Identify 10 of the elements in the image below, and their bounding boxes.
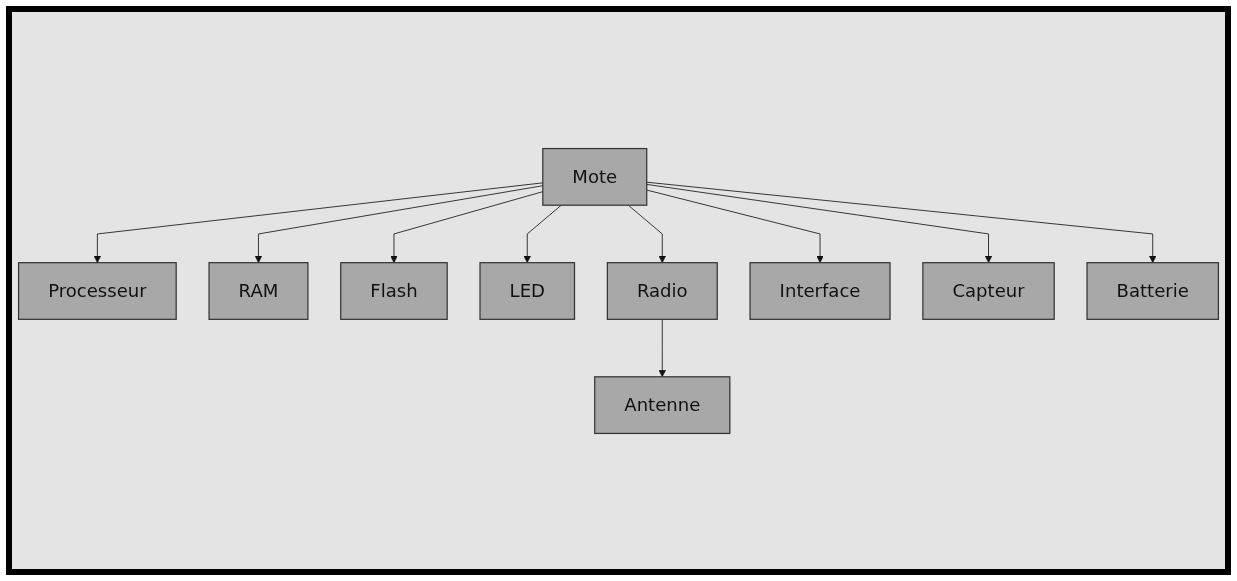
node-box: Antenne	[594, 375, 731, 434]
node-box: Batterie	[1086, 261, 1220, 320]
node-box: Radio	[606, 261, 718, 320]
node-box: Capteur	[922, 261, 1055, 320]
node-box: Processeur	[17, 261, 177, 320]
node-box: Interface	[749, 261, 891, 320]
node-box: Mote	[542, 147, 648, 206]
node-box: RAM	[208, 261, 309, 320]
node-box: LED	[479, 261, 576, 320]
node-box: Flash	[340, 261, 448, 320]
